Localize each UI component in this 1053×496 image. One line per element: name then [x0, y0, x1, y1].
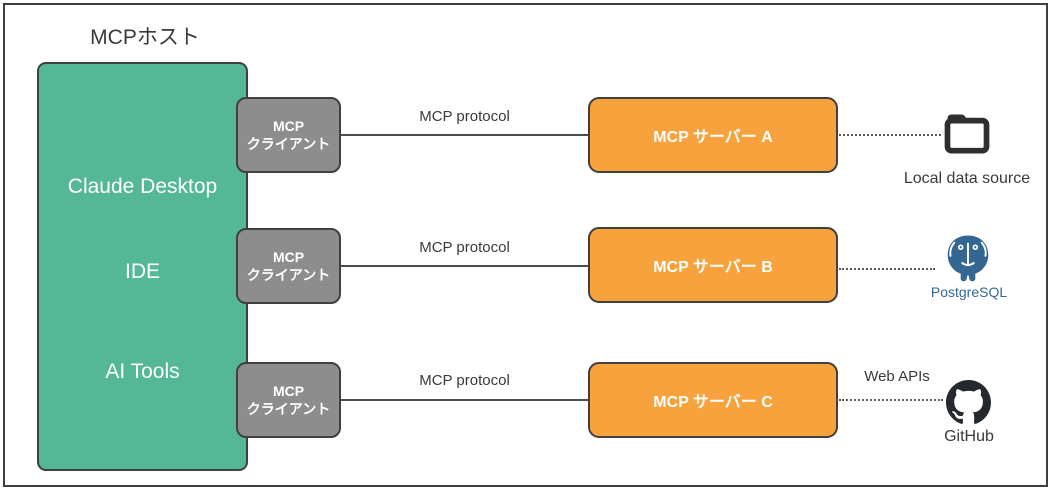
mcp-client-label-line1: MCP — [272, 118, 305, 134]
host-app-ide: IDE — [124, 260, 160, 283]
mcp-client-box-b: MCP クライアント — [236, 228, 341, 304]
mcp-client-label-line2: クライアント — [246, 401, 331, 417]
folder-icon — [941, 109, 993, 159]
mcp-protocol-label-b: MCP protocol — [419, 239, 510, 256]
mcp-protocol-line-a — [341, 134, 588, 136]
dotted-connector-c — [839, 399, 943, 401]
mcp-server-a-box: MCP サーバー A — [588, 97, 838, 173]
mcp-protocol-label-a: MCP protocol — [419, 108, 510, 125]
mcp-client-box-c: MCP クライアント — [236, 362, 341, 438]
mcp-client-label-line1: MCP — [272, 249, 305, 265]
host-app-claude-desktop: Claude Desktop — [67, 175, 218, 198]
mcp-server-b-box: MCP サーバー B — [588, 227, 838, 303]
mcp-protocol-line-b — [341, 265, 588, 267]
local-data-source-label: Local data source — [903, 170, 1031, 187]
mcp-client-box-a: MCP クライアント — [236, 97, 341, 173]
mcp-server-c-box: MCP サーバー C — [588, 362, 838, 438]
diagram-title: MCPホスト — [90, 26, 200, 49]
github-label: GitHub — [944, 428, 994, 445]
mcp-host-box: Claude Desktop IDE AI Tools — [37, 62, 248, 471]
mcp-client-label-line2: クライアント — [246, 267, 331, 283]
postgresql-icon — [942, 233, 994, 285]
mcp-protocol-line-c — [341, 399, 588, 401]
mcp-client-label-line1: MCP — [272, 383, 305, 399]
mcp-server-a-label: MCP サーバー A — [653, 129, 773, 146]
mcp-client-label-line2: クライアント — [246, 136, 331, 152]
mcp-protocol-label-c: MCP protocol — [419, 372, 510, 389]
dotted-connector-a — [839, 134, 941, 136]
host-app-ai-tools: AI Tools — [105, 360, 180, 383]
mcp-server-b-label: MCP サーバー B — [653, 259, 773, 276]
dotted-connector-b — [839, 268, 935, 270]
github-icon — [946, 380, 991, 425]
postgresql-label: PostgreSQL — [930, 284, 1008, 300]
web-apis-label: Web APIs — [864, 368, 930, 385]
mcp-server-c-label: MCP サーバー C — [653, 394, 773, 411]
